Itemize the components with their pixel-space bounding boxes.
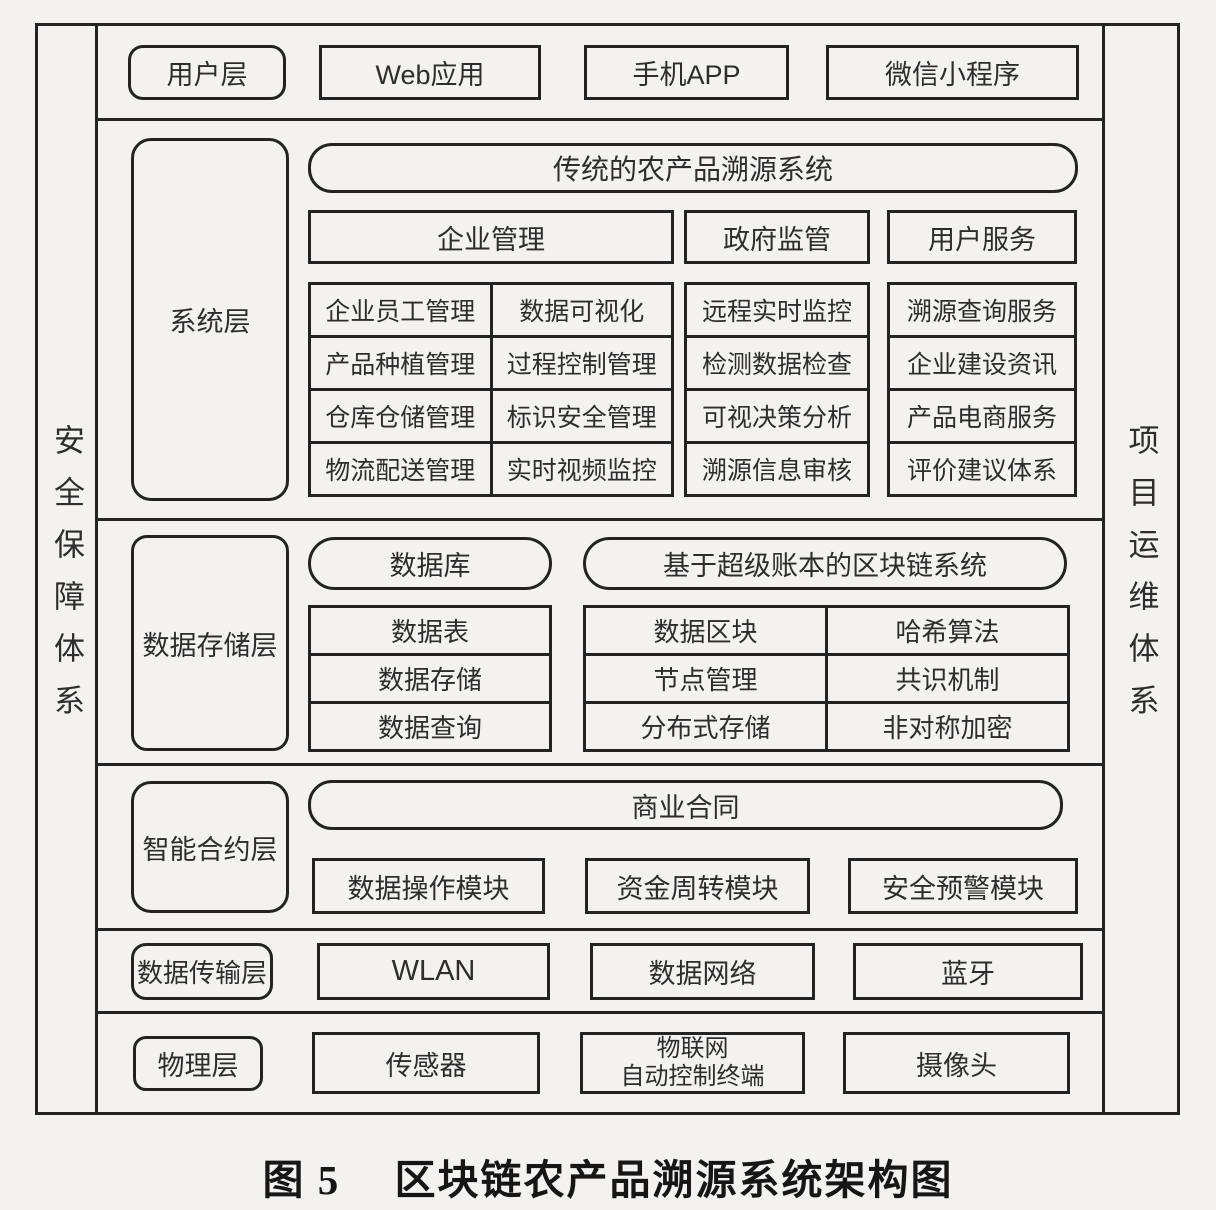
smart-contract-layer-section: 智能合约层 商业合同 数据操作模块 资金周转模块 安全预警模块 bbox=[98, 766, 1102, 931]
security-warning-module: 安全预警模块 bbox=[848, 858, 1078, 914]
data-operation-module: 数据操作模块 bbox=[312, 858, 545, 914]
physical-item-camera: 摄像头 bbox=[843, 1032, 1070, 1094]
business-contract-banner: 商业合同 bbox=[308, 780, 1063, 830]
physical-item-iot-control-terminal: 物联网 自动控制终端 bbox=[580, 1032, 805, 1094]
figure-caption: 图 5 区块链农产品溯源系统架构图 bbox=[0, 1146, 1216, 1206]
iot-line-1: 物联网 bbox=[656, 1035, 729, 1063]
table-cell: 产品种植管理 bbox=[311, 338, 490, 388]
physical-layer-section: 物理层 传感器 物联网 自动控制终端 摄像头 bbox=[98, 1014, 1102, 1112]
figure-title: 区块链农产品溯源系统架构图 bbox=[394, 1157, 954, 1203]
left-rail-label: 安全保障体系 bbox=[49, 423, 84, 736]
system-group-headers: 企业管理 政府监管 用户服务 bbox=[308, 210, 1080, 264]
user-layer-item-wechat-miniprogram: 微信小程序 bbox=[826, 44, 1079, 100]
transport-item-wlan: WLAN bbox=[317, 942, 550, 1000]
left-rail-security-assurance: 安全保障体系 bbox=[38, 26, 98, 1112]
right-rail-label: 项目运维体系 bbox=[1123, 423, 1159, 736]
iot-line-2: 自动控制终端 bbox=[620, 1063, 765, 1090]
table-cell: 评价建议体系 bbox=[890, 444, 1074, 494]
data-transmission-layer-section: 数据传输层 WLAN 数据网络 蓝牙 bbox=[98, 931, 1102, 1014]
table-cell: 数据表 bbox=[311, 608, 549, 653]
user-layer-label: 用户层 bbox=[128, 44, 286, 100]
architecture-diagram-frame: 安全保障体系 用户层 Web应用 手机APP 微信小程序 系统层 传统的农产品溯… bbox=[35, 23, 1180, 1115]
enterprise-management-table: 企业员工管理 数据可视化 产品种植管理 过程控制管理 仓库仓储管理 标识安全管理… bbox=[308, 282, 674, 497]
data-storage-layer-label: 数据存储层 bbox=[131, 535, 289, 751]
storage-banners-row: 数据库 基于超级账本的区块链系统 bbox=[308, 537, 1080, 590]
table-cell: 哈希算法 bbox=[828, 608, 1067, 653]
table-cell: 共识机制 bbox=[828, 656, 1067, 701]
right-rail-project-ops: 项目运维体系 bbox=[1102, 26, 1177, 1112]
blockchain-table: 数据区块 哈希算法 节点管理 共识机制 分布式存储 非对称加密 bbox=[583, 605, 1070, 752]
system-layer-content: 传统的农产品溯源系统 企业管理 政府监管 用户服务 企业员工管理 数据可视化 产… bbox=[308, 143, 1080, 497]
table-cell: 物流配送管理 bbox=[311, 444, 490, 494]
transport-item-data-network: 数据网络 bbox=[590, 942, 815, 1000]
table-cell: 数据区块 bbox=[586, 608, 825, 653]
table-cell: 分布式存储 bbox=[586, 704, 825, 749]
system-layer-label: 系统层 bbox=[131, 138, 289, 501]
hyperledger-blockchain-banner: 基于超级账本的区块链系统 bbox=[583, 537, 1067, 590]
table-cell: 数据可视化 bbox=[492, 285, 671, 335]
table-cell: 节点管理 bbox=[586, 656, 825, 701]
table-cell: 溯源查询服务 bbox=[890, 285, 1074, 335]
table-cell: 企业建设资讯 bbox=[890, 338, 1074, 388]
table-cell: 过程控制管理 bbox=[492, 338, 671, 388]
figure-number: 图 5 bbox=[262, 1157, 341, 1203]
contract-modules-row: 数据操作模块 资金周转模块 安全预警模块 bbox=[308, 858, 1080, 914]
table-cell: 仓库仓储管理 bbox=[311, 391, 490, 441]
table-cell: 产品电商服务 bbox=[890, 391, 1074, 441]
table-cell: 数据查询 bbox=[311, 704, 549, 749]
data-transmission-layer-label: 数据传输层 bbox=[131, 942, 273, 1000]
table-cell: 非对称加密 bbox=[828, 704, 1067, 749]
fund-turnover-module: 资金周转模块 bbox=[585, 858, 810, 914]
storage-tables-row: 数据表 数据存储 数据查询 数据区块 哈希算法 节点管理 共识机制 分布式存储 … bbox=[308, 605, 1080, 752]
user-service-header: 用户服务 bbox=[887, 210, 1077, 264]
table-cell: 实时视频监控 bbox=[492, 444, 671, 494]
physical-item-sensor: 传感器 bbox=[312, 1032, 540, 1094]
government-supervision-table: 远程实时监控 检测数据检查 可视决策分析 溯源信息审核 bbox=[684, 282, 870, 497]
table-cell: 溯源信息审核 bbox=[687, 444, 867, 494]
physical-layer-label: 物理层 bbox=[133, 1035, 263, 1091]
table-cell: 数据存储 bbox=[311, 656, 549, 701]
user-layer-item-mobile-app: 手机APP bbox=[584, 44, 789, 100]
enterprise-management-header: 企业管理 bbox=[308, 210, 674, 264]
layer-stack: 用户层 Web应用 手机APP 微信小程序 系统层 传统的农产品溯源系统 企业管… bbox=[98, 26, 1102, 1112]
user-layer-item-web-app: Web应用 bbox=[319, 44, 541, 100]
user-service-table: 溯源查询服务 企业建设资讯 产品电商服务 评价建议体系 bbox=[887, 282, 1077, 497]
user-layer-section: 用户层 Web应用 手机APP 微信小程序 bbox=[98, 26, 1102, 121]
system-layer-section: 系统层 传统的农产品溯源系统 企业管理 政府监管 用户服务 企业员工管理 数据可… bbox=[98, 121, 1102, 521]
table-cell: 远程实时监控 bbox=[687, 285, 867, 335]
government-supervision-header: 政府监管 bbox=[684, 210, 870, 264]
smart-contract-layer-label: 智能合约层 bbox=[131, 781, 289, 913]
traditional-traceability-system-banner: 传统的农产品溯源系统 bbox=[308, 143, 1078, 193]
database-table: 数据表 数据存储 数据查询 bbox=[308, 605, 552, 752]
table-cell: 标识安全管理 bbox=[492, 391, 671, 441]
data-storage-layer-content: 数据库 基于超级账本的区块链系统 数据表 数据存储 数据查询 数据区块 哈希算法… bbox=[308, 537, 1080, 752]
transport-item-bluetooth: 蓝牙 bbox=[853, 942, 1083, 1000]
database-banner: 数据库 bbox=[308, 537, 552, 590]
table-cell: 检测数据检查 bbox=[687, 338, 867, 388]
table-cell: 企业员工管理 bbox=[311, 285, 490, 335]
data-storage-layer-section: 数据存储层 数据库 基于超级账本的区块链系统 数据表 数据存储 数据查询 数据区… bbox=[98, 521, 1102, 766]
smart-contract-layer-content: 商业合同 数据操作模块 资金周转模块 安全预警模块 bbox=[308, 780, 1080, 914]
system-group-tables: 企业员工管理 数据可视化 产品种植管理 过程控制管理 仓库仓储管理 标识安全管理… bbox=[308, 282, 1080, 497]
table-cell: 可视决策分析 bbox=[687, 391, 867, 441]
